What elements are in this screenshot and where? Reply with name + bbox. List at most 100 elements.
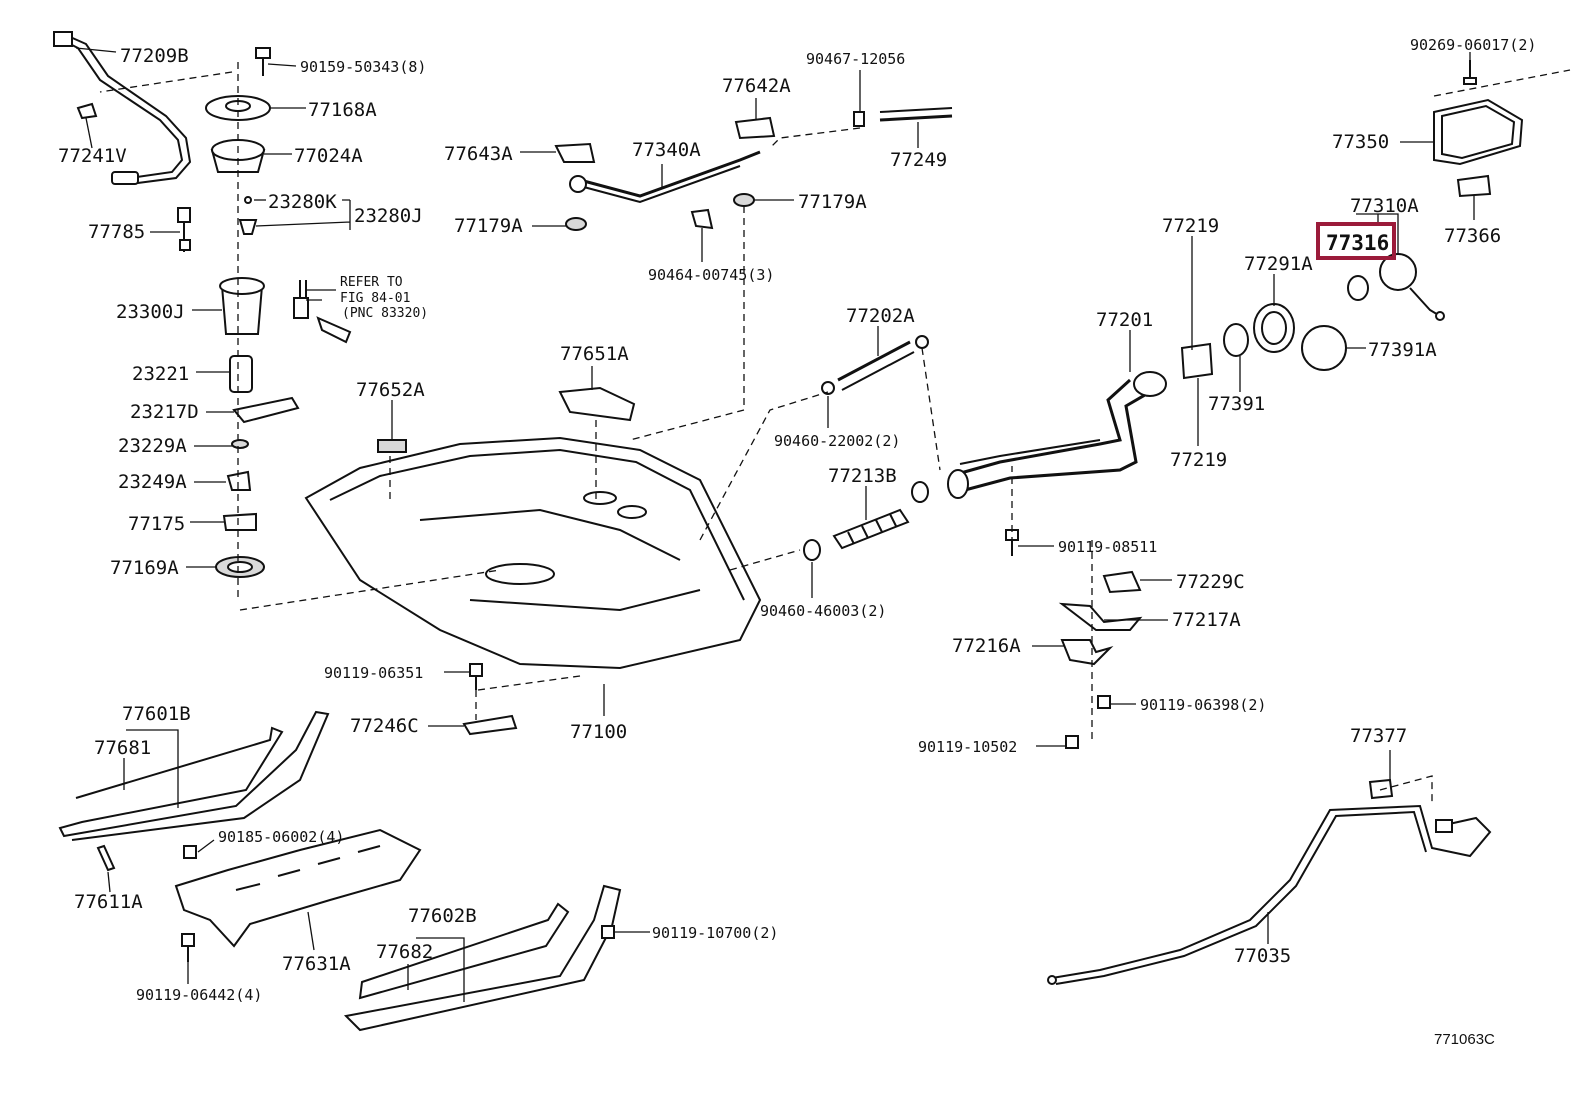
filler-neck-77291A <box>1253 303 1295 353</box>
fuel-pump-motor-23221 <box>229 355 253 393</box>
label-90119-06442: 90119-06442(4) <box>136 986 262 1004</box>
hose-77213B <box>832 508 910 550</box>
gasket-77169A <box>215 556 265 578</box>
bracket-77217A <box>1058 602 1143 631</box>
grommet-77179A-right <box>733 193 755 207</box>
label-90119-10502: 90119-10502 <box>918 738 1017 756</box>
label-77202A: 77202A <box>846 305 915 327</box>
clip-90467 <box>853 111 865 127</box>
label-90119-10700: 90119-10700(2) <box>652 924 778 942</box>
gasket-77391A <box>1301 325 1347 371</box>
label-77024A: 77024A <box>294 145 363 167</box>
fuel-door-77350 <box>1433 98 1524 166</box>
label-77179A-left: 77179A <box>454 215 523 237</box>
label-77601B: 77601B <box>122 703 191 725</box>
bolt-90185 <box>183 845 197 859</box>
label-77785: 77785 <box>88 221 145 243</box>
label-77035: 77035 <box>1234 945 1291 967</box>
spring-77366 <box>1456 174 1492 198</box>
label-77602B: 77602B <box>408 905 477 927</box>
label-23280J: 23280J <box>354 205 423 227</box>
label-77229C: 77229C <box>1176 571 1245 593</box>
clamp-90460-46003 <box>803 481 929 561</box>
label-90119-08511: 90119-08511 <box>1058 538 1157 556</box>
bolt-90159 <box>255 47 271 76</box>
bracket-77246C <box>462 714 518 736</box>
label-90269: 90269-06017(2) <box>1410 36 1536 54</box>
label-23229A: 23229A <box>118 435 187 457</box>
label-90159: 90159-50343(8) <box>300 58 426 76</box>
clamp-77219 <box>1180 342 1214 380</box>
hose-77249 <box>879 107 953 122</box>
fuel-tank-77100 <box>304 436 762 670</box>
label-77216A: 77216A <box>952 635 1021 657</box>
label-77219-bottom: 77219 <box>1170 449 1227 471</box>
grommet-77179A-left <box>565 217 587 231</box>
label-77643A: 77643A <box>444 143 513 165</box>
label-77219-top: 77219 <box>1162 215 1219 237</box>
label-77175: 77175 <box>128 513 185 535</box>
label-77651A: 77651A <box>560 343 629 365</box>
pad-77652A <box>377 439 407 453</box>
ref-note-line2: FIG 84-01 <box>340 291 410 306</box>
bracket-77642A <box>734 116 776 140</box>
label-77291A: 77291A <box>1244 253 1313 275</box>
label-77209B: 77209B <box>120 45 189 67</box>
ring-23229A <box>231 439 249 449</box>
label-77377: 77377 <box>1350 725 1407 747</box>
fuel-cap-77310A <box>1379 253 1445 321</box>
label-77246C: 77246C <box>350 715 419 737</box>
label-77682: 77682 <box>376 941 433 963</box>
clip-77611A <box>96 844 116 872</box>
valve-23280J <box>238 219 258 235</box>
label-77168A: 77168A <box>308 99 377 121</box>
label-77391: 77391 <box>1208 393 1265 415</box>
bolt-90119-06351 <box>469 663 483 690</box>
bolt-90119-06398 <box>1097 695 1111 709</box>
cap-ring-77316 <box>1347 275 1369 301</box>
ref-connector-part <box>293 280 352 344</box>
label-77179A-right: 77179A <box>798 191 867 213</box>
label-90119-06398: 90119-06398(2) <box>1140 696 1266 714</box>
label-77316-highlighted[interactable]: 77316 <box>1326 231 1389 255</box>
set-plate-77175 <box>222 512 257 531</box>
label-77310A: 77310A <box>1350 195 1419 217</box>
label-23217D: 23217D <box>130 401 199 423</box>
label-90460-46003: 90460-46003(2) <box>760 602 886 620</box>
valve-77643A <box>554 142 596 163</box>
label-23249A: 23249A <box>118 471 187 493</box>
ref-note-line1: REFER TO <box>340 275 403 290</box>
label-77350: 77350 <box>1332 131 1389 153</box>
label-77201: 77201 <box>1096 309 1153 331</box>
vent-tube-77340A <box>569 150 761 204</box>
gasket-23280K <box>244 196 252 204</box>
bolt-90119-06442 <box>181 933 195 962</box>
label-77642A: 77642A <box>722 75 791 97</box>
bolt-90119-10700 <box>601 925 615 939</box>
protector-77651A <box>558 386 636 422</box>
label-77340A: 77340A <box>632 139 701 161</box>
protector-77631A <box>174 828 422 948</box>
callout-labels: 77209B 90159-50343(8) 77168A 77241V 7702… <box>58 36 1536 1048</box>
highlight-box-77316[interactable] <box>1316 222 1396 260</box>
label-90460-22002: 90460-22002(2) <box>774 432 900 450</box>
label-23300J: 23300J <box>116 301 185 323</box>
label-77169A: 77169A <box>110 557 179 579</box>
label-77100: 77100 <box>570 721 627 743</box>
filler-pipe-77201 <box>947 371 1167 499</box>
label-77391A: 77391A <box>1368 339 1437 361</box>
clip-23249A <box>226 470 252 491</box>
label-90185: 90185-06002(4) <box>218 828 344 846</box>
fuel-pump-23300J <box>219 277 265 335</box>
label-23221: 23221 <box>132 363 189 385</box>
clamp-77377 <box>1368 778 1394 800</box>
strap-77601B <box>58 710 330 841</box>
label-77366: 77366 <box>1444 225 1501 247</box>
label-77631A: 77631A <box>282 953 351 975</box>
opener-cable-77035 <box>1047 804 1492 985</box>
label-77241V: 77241V <box>58 145 127 167</box>
screw-90269 <box>1463 60 1477 85</box>
label-90467: 90467-12056 <box>806 50 905 68</box>
gasket-77391 <box>1223 323 1249 357</box>
